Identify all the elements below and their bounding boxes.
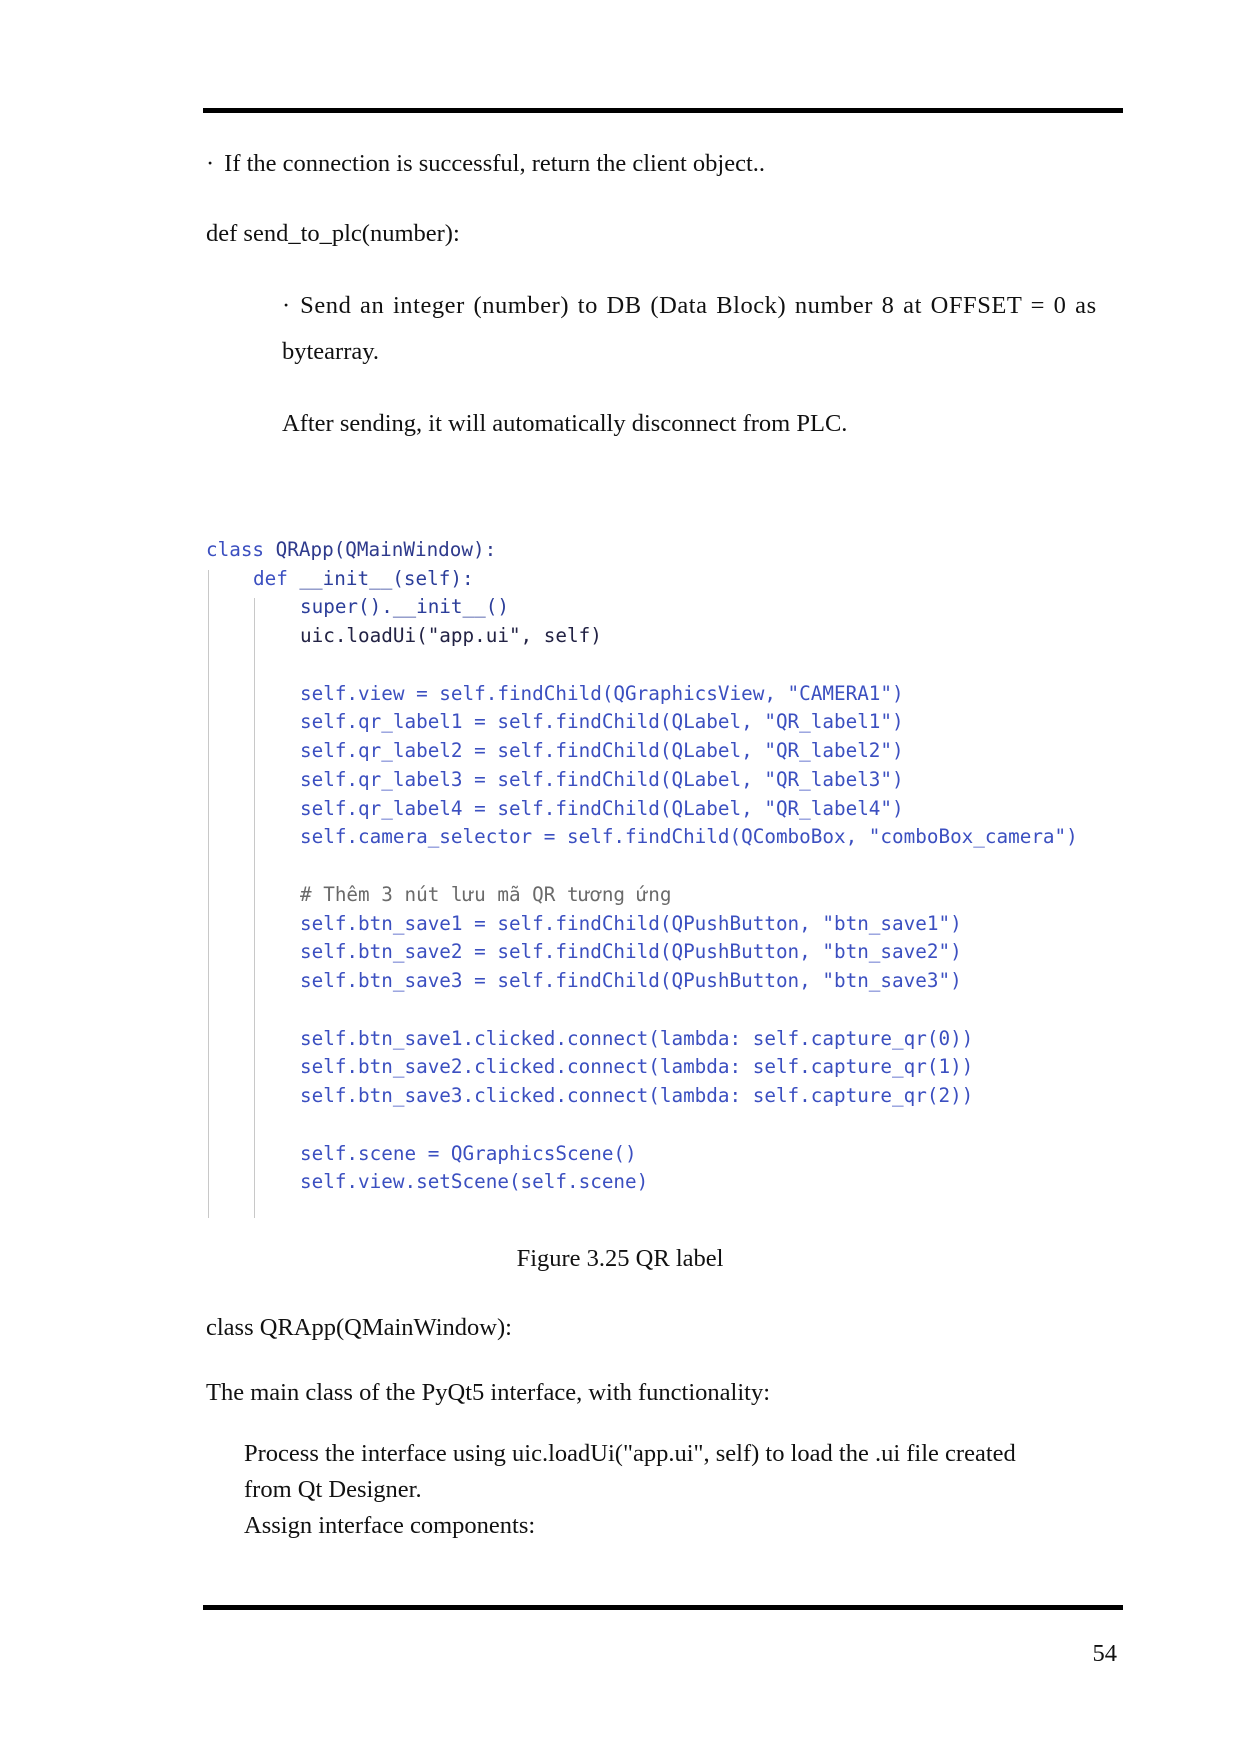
footer-rule xyxy=(203,1605,1123,1610)
code-comment: # Thêm 3 nút lưu mã QR tương ứng xyxy=(300,883,672,906)
page-number: 54 xyxy=(1092,1640,1118,1667)
code-line-qr-label3: self.qr_label3 = self.findChild(QLabel, … xyxy=(300,768,904,791)
process-description-line2: from Qt Designer. xyxy=(244,1476,422,1503)
code-line-camera-selector: self.camera_selector = self.findChild(QC… xyxy=(300,825,1078,848)
main-class-description: The main class of the PyQt5 interface, w… xyxy=(206,1379,771,1406)
def-send-heading: def send_to_plc(number): xyxy=(206,220,460,247)
code-line-class: class QRApp(QMainWindow): xyxy=(206,538,497,561)
code-line-btn-save3: self.btn_save3 = self.findChild(QPushBut… xyxy=(300,969,962,992)
bullet-marker: · xyxy=(206,150,215,177)
code-line-scene: self.scene = QGraphicsScene() xyxy=(300,1142,637,1165)
code-line-loadui: uic.loadUi("app.ui", self) xyxy=(300,624,602,647)
code-line-qr-label2: self.qr_label2 = self.findChild(QLabel, … xyxy=(300,739,904,762)
assign-description: Assign interface components: xyxy=(244,1512,536,1539)
figure-caption: Figure 3.25 QR label xyxy=(516,1245,724,1272)
code-line-qr-label1: self.qr_label1 = self.findChild(QLabel, … xyxy=(300,710,904,733)
class-declaration-text: class QRApp(QMainWindow): xyxy=(206,1314,512,1341)
code-screenshot: class QRApp(QMainWindow): def __init__(s… xyxy=(206,538,1106,1218)
indent-guide-outer xyxy=(208,570,209,1218)
code-line-view: self.view = self.findChild(QGraphicsView… xyxy=(300,682,904,705)
code-line-connect1: self.btn_save1.clicked.connect(lambda: s… xyxy=(300,1027,974,1050)
code-line-btn-save2: self.btn_save2 = self.findChild(QPushBut… xyxy=(300,940,962,963)
bullet-paragraph-connection: · If the connection is successful, return… xyxy=(206,146,765,182)
indent-guide-inner xyxy=(254,598,255,1218)
header-rule xyxy=(203,108,1123,113)
process-description-line1: Process the interface using uic.loadUi("… xyxy=(244,1440,1016,1467)
code-line-connect2: self.btn_save2.clicked.connect(lambda: s… xyxy=(300,1055,974,1078)
code-line-set-scene: self.view.setScene(self.scene) xyxy=(300,1170,649,1193)
code-line-connect3: self.btn_save3.clicked.connect(lambda: s… xyxy=(300,1084,974,1107)
bullet-marker: · xyxy=(282,292,291,319)
code-line-btn-save1: self.btn_save1 = self.findChild(QPushBut… xyxy=(300,912,962,935)
code-line-super-init: super().__init__() xyxy=(300,595,509,618)
send-description-line2: bytearray. xyxy=(282,338,380,365)
send-description-line1: · Send an integer (number) to DB (Data Bl… xyxy=(282,288,1118,324)
after-sending-paragraph: After sending, it will automatically dis… xyxy=(282,410,848,437)
bullet-text: If the connection is successful, return … xyxy=(224,150,766,177)
code-line-def-init: def __init__(self): xyxy=(253,567,474,590)
code-line-qr-label4: self.qr_label4 = self.findChild(QLabel, … xyxy=(300,797,904,820)
send-description-text: Send an integer (number) to DB (Data Blo… xyxy=(300,292,1097,319)
